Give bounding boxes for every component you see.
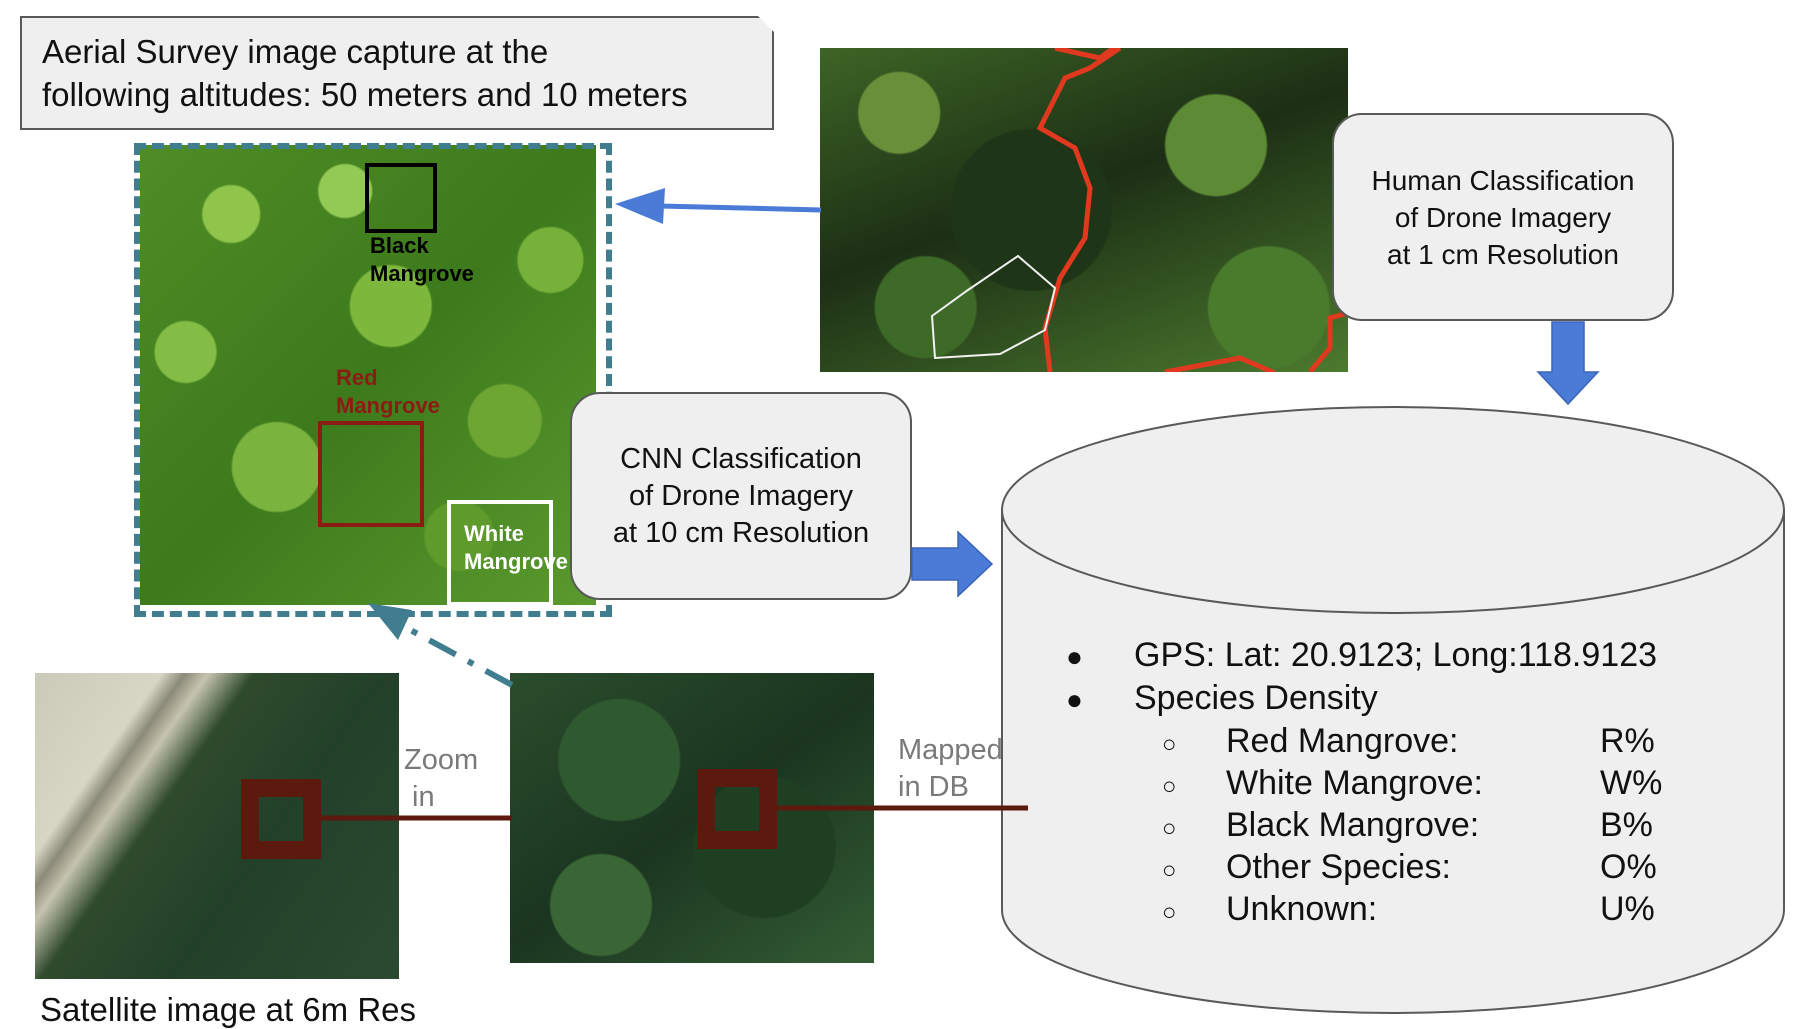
species-value: O% — [1600, 848, 1657, 886]
species-value: U% — [1600, 890, 1655, 928]
drone-to-aerial-arrowhead — [615, 188, 665, 224]
satellite-image — [35, 673, 399, 979]
red-mangrove-label: Red Mangrove — [336, 365, 440, 418]
red-classification-outline-2 — [1164, 310, 1348, 372]
white-mangrove-box — [447, 500, 553, 606]
species-row: ○ Red Mangrove: R% — [1162, 722, 1655, 761]
species-header-row: ● Species Density — [1066, 679, 1378, 718]
species-row: ○ Black Mangrove: B% — [1162, 806, 1653, 845]
sub-bullet-icon: ○ — [1162, 857, 1177, 884]
mapped-in-db-label: Mapped in DB — [898, 734, 1003, 803]
bullet-icon: ● — [1066, 684, 1083, 715]
species-name: Unknown: — [1226, 890, 1378, 928]
species-row: ○ Unknown: U% — [1162, 890, 1655, 929]
sub-bullet-icon: ○ — [1162, 899, 1177, 926]
sub-bullet-icon: ○ — [1162, 815, 1177, 842]
human-classification-text: Human Classification of Drone Imagery at… — [1371, 164, 1635, 270]
database-contents: ● GPS: Lat: 20.9123; Long:118.9123 ● Spe… — [1066, 636, 1766, 946]
gps-row: ● GPS: Lat: 20.9123; Long:118.9123 — [1066, 636, 1657, 675]
species-name: Red Mangrove: — [1226, 722, 1459, 760]
drone-to-aerial-arrow-line — [659, 203, 822, 213]
satellite-caption: Satellite image at 6m Res — [40, 991, 417, 1028]
aerial-survey-callout: Aerial Survey image capture at the follo… — [20, 16, 774, 130]
black-mangrove-box — [365, 163, 437, 233]
species-density-header: Species Density — [1134, 679, 1378, 717]
sub-bullet-icon: ○ — [1162, 731, 1177, 758]
cnn-to-db-arrow — [911, 530, 994, 598]
species-row: ○ Other Species: O% — [1162, 848, 1657, 887]
red-classification-outline — [1036, 48, 1122, 372]
cnn-classification-box: CNN Classification of Drone Imagery at 1… — [570, 392, 912, 600]
zoom-in-label: Zoom in — [404, 744, 479, 813]
human-to-db-arrow — [1536, 321, 1600, 406]
species-value: B% — [1600, 806, 1653, 844]
species-name: Other Species: — [1226, 848, 1451, 886]
database-cylinder — [1001, 406, 1785, 1014]
species-value: W% — [1600, 764, 1663, 802]
white-mangrove-label: White Mangrove — [464, 521, 568, 574]
cylinder-top — [1001, 406, 1785, 614]
cnn-classification-text: CNN Classification of Drone Imagery at 1… — [612, 442, 870, 549]
zoom-to-aerial-dashdot-line — [390, 617, 514, 688]
black-mangrove-label: Black Mangrove — [370, 233, 474, 286]
white-classification-outline — [930, 254, 1057, 360]
human-classification-box: Human Classification of Drone Imagery at… — [1332, 113, 1674, 321]
species-row: ○ White Mangrove: W% — [1162, 764, 1662, 803]
gps-text: GPS: Lat: 20.9123; Long:118.9123 — [1134, 636, 1658, 674]
drone-image-1cm — [820, 48, 1348, 372]
cylinder-body — [1001, 510, 1785, 1014]
bullet-icon: ● — [1066, 641, 1083, 672]
red-mangrove-box — [318, 421, 424, 527]
sub-bullet-icon: ○ — [1162, 773, 1177, 800]
species-name: White Mangrove: — [1226, 764, 1483, 802]
species-name: Black Mangrove: — [1226, 806, 1480, 844]
zoomed-satellite-image — [510, 673, 874, 963]
species-value: R% — [1600, 722, 1655, 760]
aerial-survey-text: Aerial Survey image capture at the follo… — [42, 33, 688, 113]
drone-annotation-overlay — [930, 48, 1348, 372]
